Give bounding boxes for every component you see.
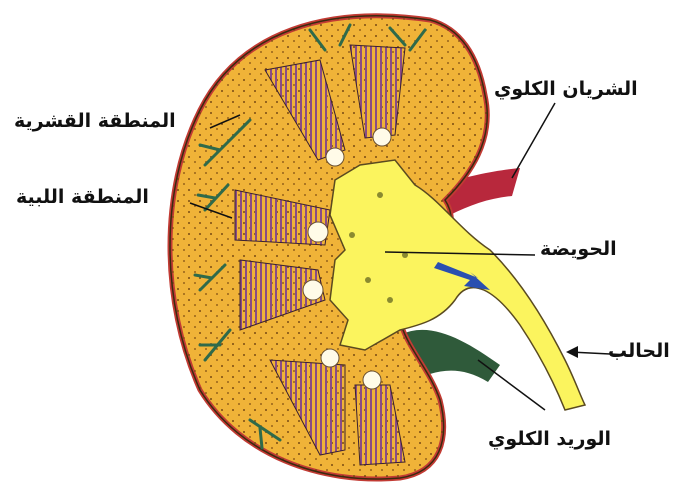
label-medulla: المنطقة اللبية (16, 188, 149, 207)
label-cortex: المنطقة القشرية (14, 112, 176, 131)
label-renal-artery: الشريان الكلوي (494, 80, 638, 99)
artery-leader (512, 103, 555, 178)
label-renal-vein: الوريد الكلوي (488, 430, 611, 449)
label-renal-pelvis: الحويضة (540, 240, 617, 259)
vein-leader (478, 360, 545, 410)
label-ureter: الحالب (608, 342, 670, 361)
